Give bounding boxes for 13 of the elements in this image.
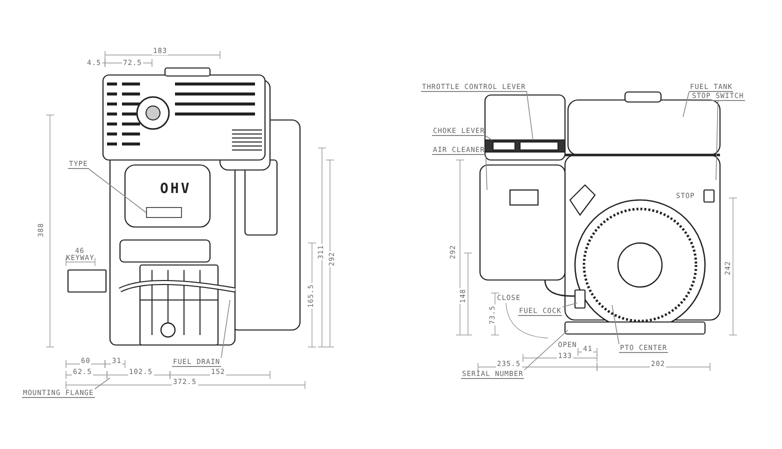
type-plate <box>146 207 182 218</box>
leader-line <box>485 154 488 190</box>
leader-line <box>220 300 230 358</box>
leader-line <box>524 330 568 370</box>
leader-line <box>485 136 492 140</box>
engraved-text: OHV <box>160 182 192 197</box>
leader-line <box>716 100 718 180</box>
leader-line <box>94 378 110 390</box>
leader-line <box>88 168 146 213</box>
leader-line <box>526 92 534 140</box>
leader-line <box>682 92 690 118</box>
leader-line <box>612 304 620 344</box>
leader-line <box>562 302 578 308</box>
